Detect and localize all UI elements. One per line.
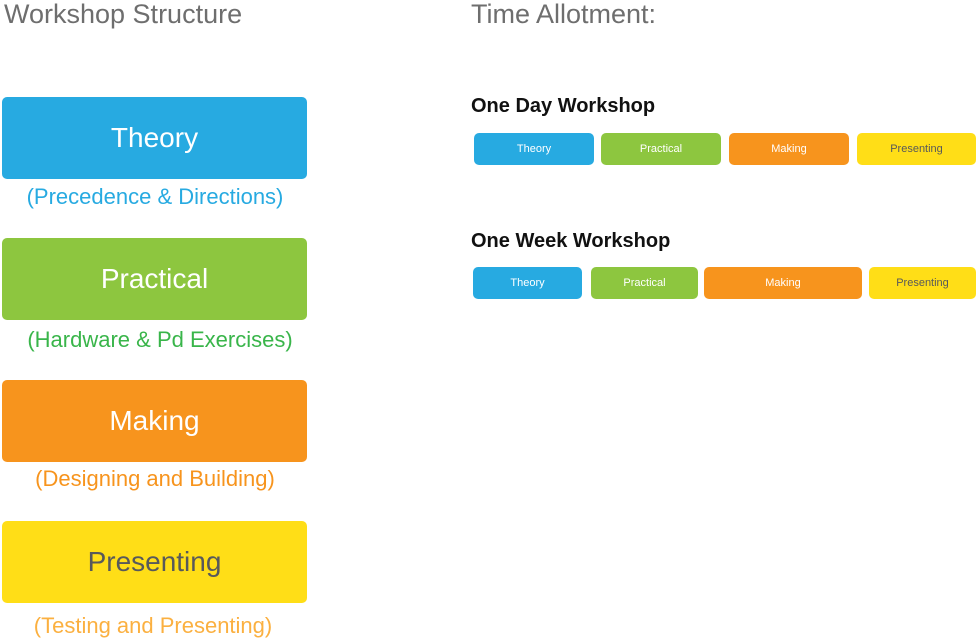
stage-practical-description: (Hardware & Pd Exercises) xyxy=(27,327,293,352)
one-day-presenting-segment: Presenting xyxy=(857,133,976,165)
stage-presenting-description: (Testing and Presenting) xyxy=(33,613,273,638)
one-day-workshop-title: One Day Workshop xyxy=(471,95,656,117)
one-week-theory-segment: Theory xyxy=(473,267,582,299)
one-week-presenting-segment: Presenting xyxy=(869,267,976,299)
time-allotment-heading: Time Allotment: xyxy=(471,0,657,29)
stage-theory-block: Theory xyxy=(2,97,307,179)
stage-presenting-block: Presenting xyxy=(2,521,307,603)
stage-making-block: Making xyxy=(2,380,307,462)
one-week-practical-segment: Practical xyxy=(591,267,698,299)
one-week-workshop-title: One Week Workshop xyxy=(471,230,671,252)
stage-practical-block: Practical xyxy=(2,238,307,320)
stage-making-description: (Designing and Building) xyxy=(35,466,275,491)
one-week-making-segment: Making xyxy=(704,267,862,299)
one-day-practical-segment: Practical xyxy=(601,133,721,165)
one-day-theory-segment: Theory xyxy=(474,133,594,165)
workshop-structure-heading: Workshop Structure xyxy=(4,0,243,29)
one-day-making-segment: Making xyxy=(729,133,849,165)
stage-theory-description: (Precedence & Directions) xyxy=(26,184,284,209)
